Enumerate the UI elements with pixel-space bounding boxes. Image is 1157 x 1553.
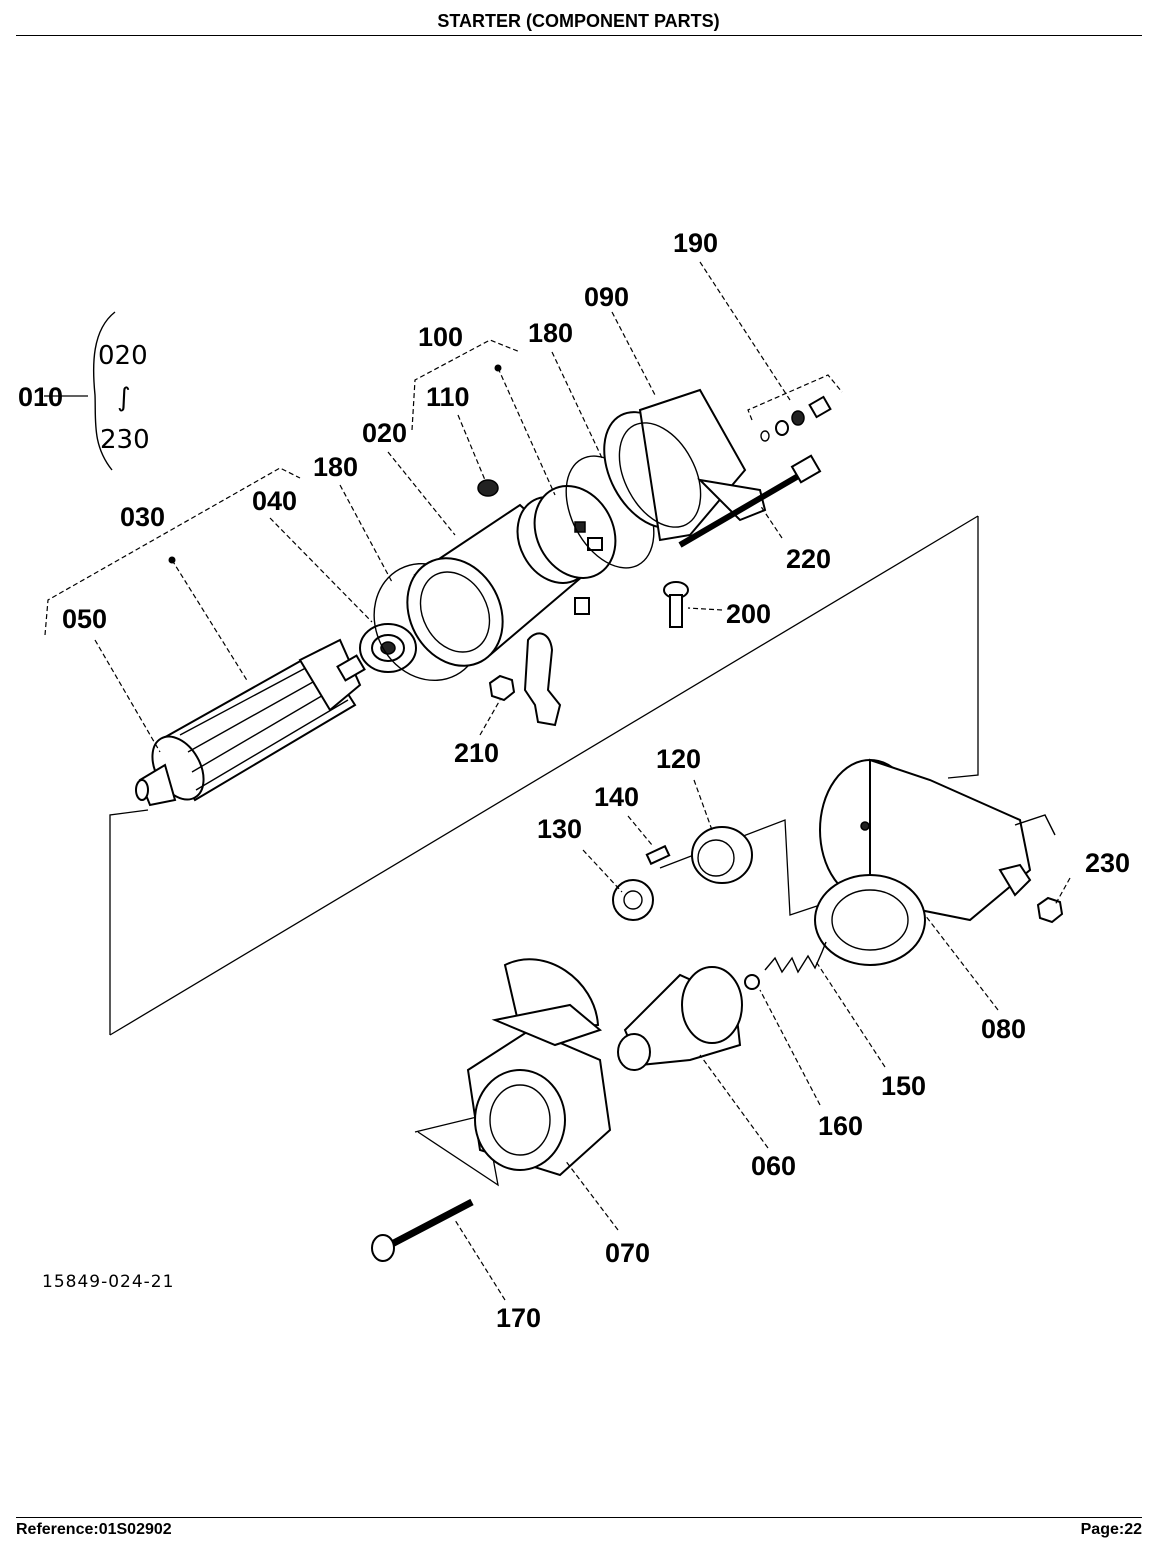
part-label-230: 230	[1085, 848, 1130, 878]
coupling-130	[612, 879, 654, 921]
part-label-200: 200	[726, 599, 771, 629]
bracket-range-symbol: ∫	[117, 383, 131, 413]
part-label-120: 120	[656, 744, 701, 774]
part-label-140: 140	[594, 782, 639, 812]
internal-gear-120	[691, 826, 753, 884]
bracket-range-to: 230	[100, 425, 150, 455]
part-label-110: 110	[426, 382, 470, 412]
part-label-100: 100	[418, 322, 463, 352]
front-bracket-070	[466, 958, 612, 1177]
part-label-010: 010	[18, 382, 63, 412]
group-dot-100	[494, 364, 502, 372]
bearing-040	[359, 623, 417, 673]
group-dot-030	[168, 556, 176, 564]
leader-lines	[94, 261, 1071, 1301]
through-bolt-220	[678, 454, 822, 548]
group-bracket-100	[411, 339, 521, 431]
assembly-bracket-010	[92, 311, 116, 471]
rear-cover-090	[603, 388, 767, 542]
assembly-outline	[947, 516, 979, 779]
part-label-080: 080	[981, 1014, 1026, 1044]
bracket-range-from: 020	[98, 341, 148, 371]
assembly-outline	[109, 809, 149, 1035]
footer-page-number: Page:22	[1080, 1521, 1142, 1538]
pinion-clutch-060	[617, 966, 743, 1071]
shaft-pin-140	[645, 844, 671, 866]
nut-210	[488, 674, 516, 702]
part-label-040: 040	[252, 486, 297, 516]
part-label-220: 220	[786, 544, 831, 574]
part-label-150: 150	[881, 1071, 926, 1101]
spring-150	[764, 941, 827, 974]
ball-160	[744, 974, 760, 990]
assembly-outline	[109, 515, 979, 1036]
part-label-180-front: 180	[313, 452, 358, 482]
group-bracket-030	[44, 467, 301, 636]
part-label-070: 070	[605, 1238, 650, 1268]
footer-reference: Reference:01S02902	[16, 1521, 172, 1538]
part-label-160: 160	[818, 1111, 863, 1141]
part-label-060: 060	[751, 1151, 796, 1181]
part-label-130: 130	[537, 814, 582, 844]
bolt-170	[371, 1198, 474, 1262]
part-label-050: 050	[62, 604, 107, 634]
brush-spring-110	[477, 479, 499, 497]
magnetic-switch-080	[814, 758, 1056, 966]
header-divider	[16, 35, 1142, 36]
shift-lever	[523, 632, 562, 727]
drawing-number: 15849-024-21	[42, 1272, 174, 1292]
part-label-210: 210	[454, 738, 499, 768]
part-label-090: 090	[584, 282, 629, 312]
washer-nut-190	[760, 395, 832, 442]
part-label-180-rear: 180	[528, 318, 573, 348]
part-label-170: 170	[496, 1303, 541, 1333]
footer-divider	[16, 1517, 1142, 1518]
part-label-020: 020	[362, 418, 407, 448]
part-label-190: 190	[673, 228, 718, 258]
nut-230	[1036, 896, 1064, 924]
screw-200	[663, 581, 689, 628]
page-title: STARTER (COMPONENT PARTS)	[437, 11, 720, 31]
part-label-030: 030	[120, 502, 165, 532]
armature-050	[135, 638, 366, 807]
